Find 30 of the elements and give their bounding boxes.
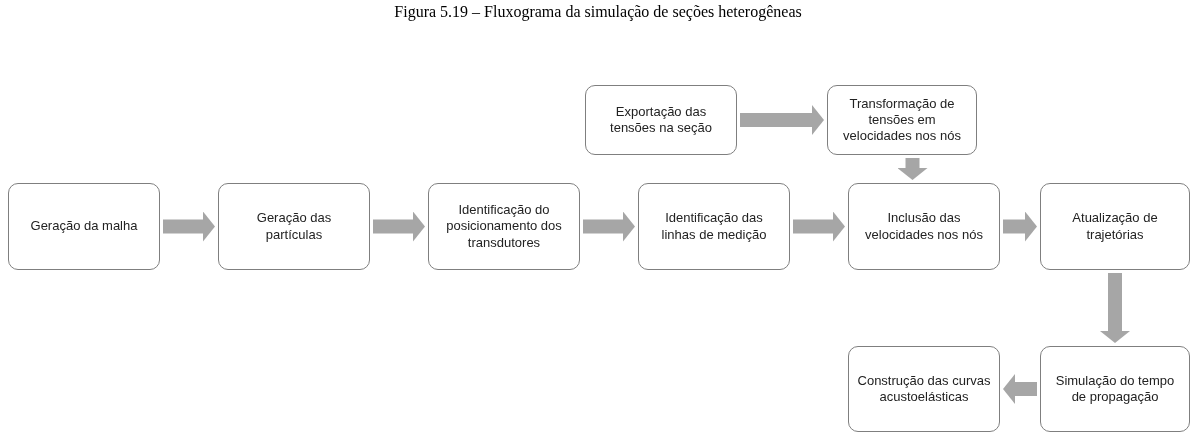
process-label: Exportação das tensões na seção xyxy=(609,103,713,137)
figure-title: Figura 5.19 – Fluxograma da simulação de seções heterogêneas xyxy=(394,3,802,20)
process-label: Geração das partículas xyxy=(255,210,333,243)
process-box xyxy=(827,85,977,155)
process-label: Identificação do posicionamento dos transdutores xyxy=(445,202,563,251)
process-box xyxy=(1040,183,1190,270)
block-arrow xyxy=(583,211,635,242)
block-arrow xyxy=(897,158,928,180)
block-arrow xyxy=(793,211,845,242)
process-box xyxy=(8,183,160,270)
process-box xyxy=(848,346,1000,432)
process-box xyxy=(1040,346,1190,432)
process-box xyxy=(585,85,737,155)
process-label: Construção das curvas acustoelásticas xyxy=(857,372,991,406)
process-label: Geração da malha xyxy=(30,218,138,235)
process-label: Simulação do tempo de propagação xyxy=(1054,372,1176,406)
block-arrow xyxy=(1003,374,1037,404)
block-arrow xyxy=(1100,273,1130,343)
process-label: Atualização de trajetórias xyxy=(1071,210,1159,243)
block-arrow xyxy=(1003,211,1037,242)
process-label: Identificação das linhas de medição xyxy=(660,210,768,243)
process-box xyxy=(848,183,1000,270)
process-label: Inclusão das velocidades nos nós xyxy=(864,210,984,243)
process-box xyxy=(428,183,580,270)
block-arrow xyxy=(163,211,215,242)
process-label: Transformação de tensões em velocidades nos nós xyxy=(842,95,962,145)
process-box xyxy=(218,183,370,270)
block-arrow xyxy=(740,105,824,135)
block-arrow xyxy=(373,211,425,242)
process-box xyxy=(638,183,790,270)
